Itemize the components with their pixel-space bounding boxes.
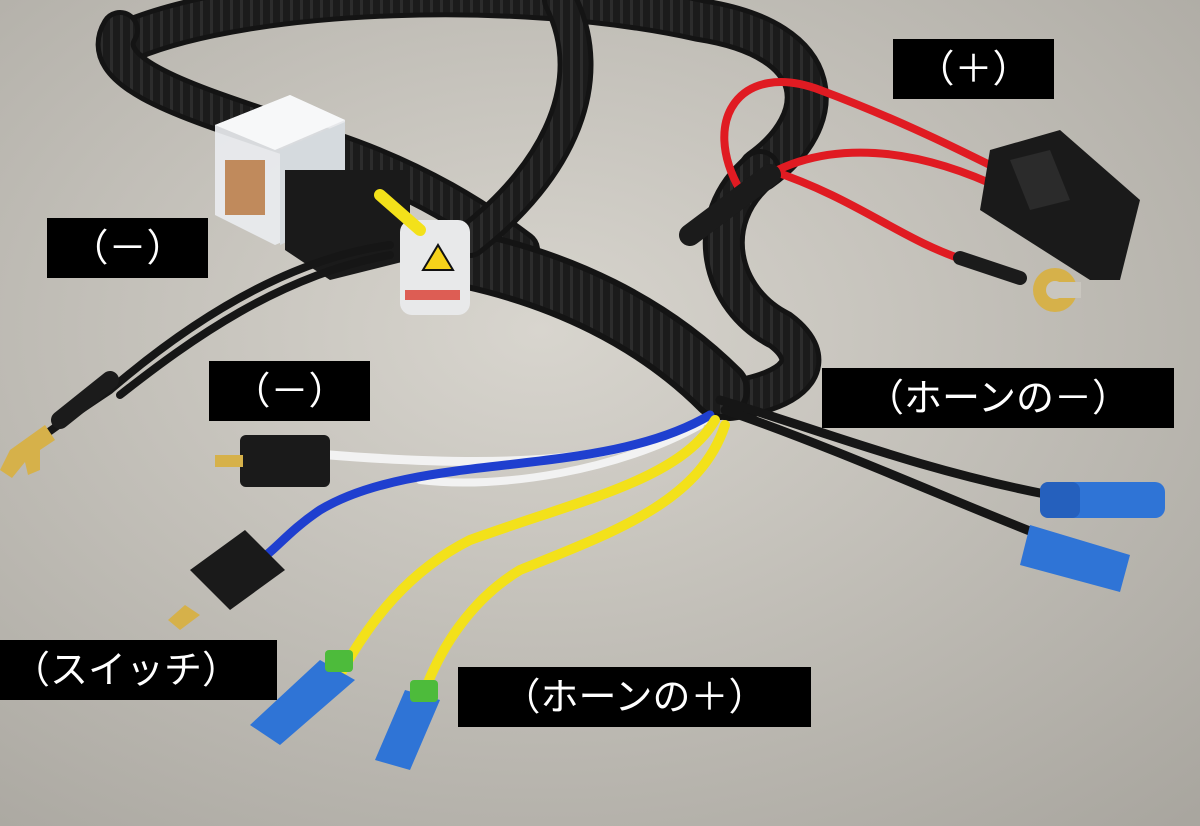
- warning-label-band: [400, 220, 470, 315]
- horn-connector: [980, 130, 1140, 280]
- fork-terminal-top: [0, 425, 55, 478]
- connector-switch: [168, 530, 285, 630]
- ground-wire-top: [21, 241, 394, 454]
- blue-terminals-horn-positive: [250, 650, 440, 770]
- connector-minus: [215, 435, 330, 487]
- label-switch: （スイッチ）: [0, 640, 277, 700]
- red-wire-sleeve: [679, 164, 781, 246]
- ring-terminal: [953, 251, 1081, 312]
- label-horn-negative: （ホーンの－）: [822, 368, 1174, 428]
- yellow-wire-relay: [374, 189, 426, 236]
- label-positive: （＋）: [893, 39, 1054, 99]
- relay: [215, 95, 410, 280]
- label-horn-positive: （ホーンの＋）: [458, 667, 811, 727]
- breakout-wires: [255, 395, 1055, 695]
- blue-terminals-horn-negative: [1020, 482, 1165, 592]
- label-negative-ground: （－）: [47, 218, 208, 278]
- label-negative-connector: （－）: [209, 361, 370, 421]
